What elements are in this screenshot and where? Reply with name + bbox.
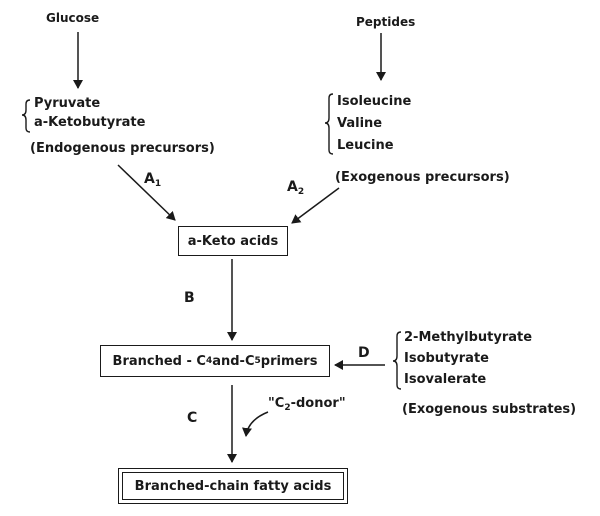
exogenous-item: Valine [337, 116, 383, 131]
exogenous-item: Leucine [337, 138, 394, 153]
exogenous-item: Isoleucine [337, 94, 412, 109]
substrates-caption: (Exogenous substrates) [402, 402, 577, 417]
step-c-label: C [187, 410, 198, 426]
exogenous-caption: (Exogenous precursors) [335, 170, 510, 185]
step-a1-label: A1 [144, 171, 162, 189]
c2-donor-arrow [242, 411, 269, 437]
endogenous-item: a-Ketobutyrate [34, 115, 146, 130]
endogenous-item: Pyruvate [34, 96, 101, 111]
step-a2-label: A2 [287, 179, 305, 197]
c2-donor-label: "C2-donor" [268, 396, 346, 413]
substrates-brace [392, 331, 402, 390]
exogenous-brace [324, 93, 334, 155]
keto-acids-text: a-Keto acids [187, 233, 279, 249]
keto-acids-box: a-Keto acids [178, 226, 288, 256]
fatty-acids-text: Branched-chain fatty acids [134, 478, 332, 494]
substrate-item: Isobutyrate [404, 351, 489, 366]
endogenous-caption: (Endogenous precursors) [30, 141, 215, 156]
a2-arrow [291, 187, 340, 224]
substrate-item: 2-Methylbutyrate [404, 330, 533, 345]
peptides-label: Peptides [356, 15, 416, 29]
endogenous-brace [21, 99, 31, 133]
step-d-label: D [358, 345, 370, 361]
step-b-label: B [184, 290, 195, 306]
substrate-item: Isovalerate [404, 372, 487, 387]
fatty-acids-box: Branched-chain fatty acids [118, 468, 348, 504]
a1-arrow [117, 164, 176, 221]
glucose-label: Glucose [46, 11, 100, 25]
fatty-acids-inner-box: Branched-chain fatty acids [122, 472, 344, 500]
